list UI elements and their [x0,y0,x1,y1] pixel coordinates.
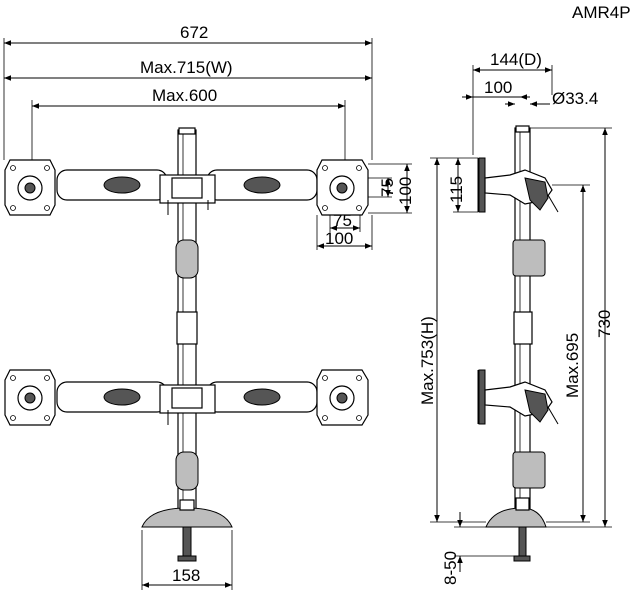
side-base-clamp [485,497,547,562]
dim-clamp-8-50: 8-50 [441,551,460,585]
side-collar-1 [512,239,546,277]
dim-max600: Max.600 [152,86,217,105]
vesa-plate-lower-right [316,369,369,426]
dim-144d: 144(D) [490,50,542,69]
dim-diameter: Ø33.4 [552,89,598,108]
dim-672: 672 [180,23,208,42]
dim-730: 730 [595,310,614,338]
model-label: AMR4P [572,3,631,22]
lower-arm-assembly [56,381,318,425]
pole-collar-1 [175,239,199,279]
dim-max753: Max.753(H) [418,316,437,405]
front-base-clamp [141,499,233,562]
pole-collar-3 [175,451,199,491]
vesa-plate-upper-left [4,159,56,216]
dim-158: 158 [172,566,200,585]
dim-max715: Max.715(W) [140,58,233,77]
dim-plate-115: 115 [447,176,466,203]
dim-offset-100: 100 [484,78,512,97]
pole-collar-2 [176,311,198,345]
side-collar-2 [513,311,533,345]
dim-vesa-75-h: 75 [333,211,352,230]
side-view: 144(D) 100 Ø33.4 [418,50,614,585]
vesa-plate-lower-left [4,369,56,426]
dim-max695: Max.695 [563,333,582,398]
upper-arm-assembly [56,169,318,215]
side-upper-arm [477,157,559,213]
dim-vesa-100-v: 100 [396,177,415,205]
dim-vesa-75-v: 75 [378,178,397,197]
vesa-plate-upper-right [316,159,369,216]
front-view: 672 Max.715(W) Max.600 [3,23,415,590]
side-lower-arm [477,369,559,425]
dim-vesa-100-h: 100 [325,229,353,248]
side-collar-3 [512,451,546,489]
